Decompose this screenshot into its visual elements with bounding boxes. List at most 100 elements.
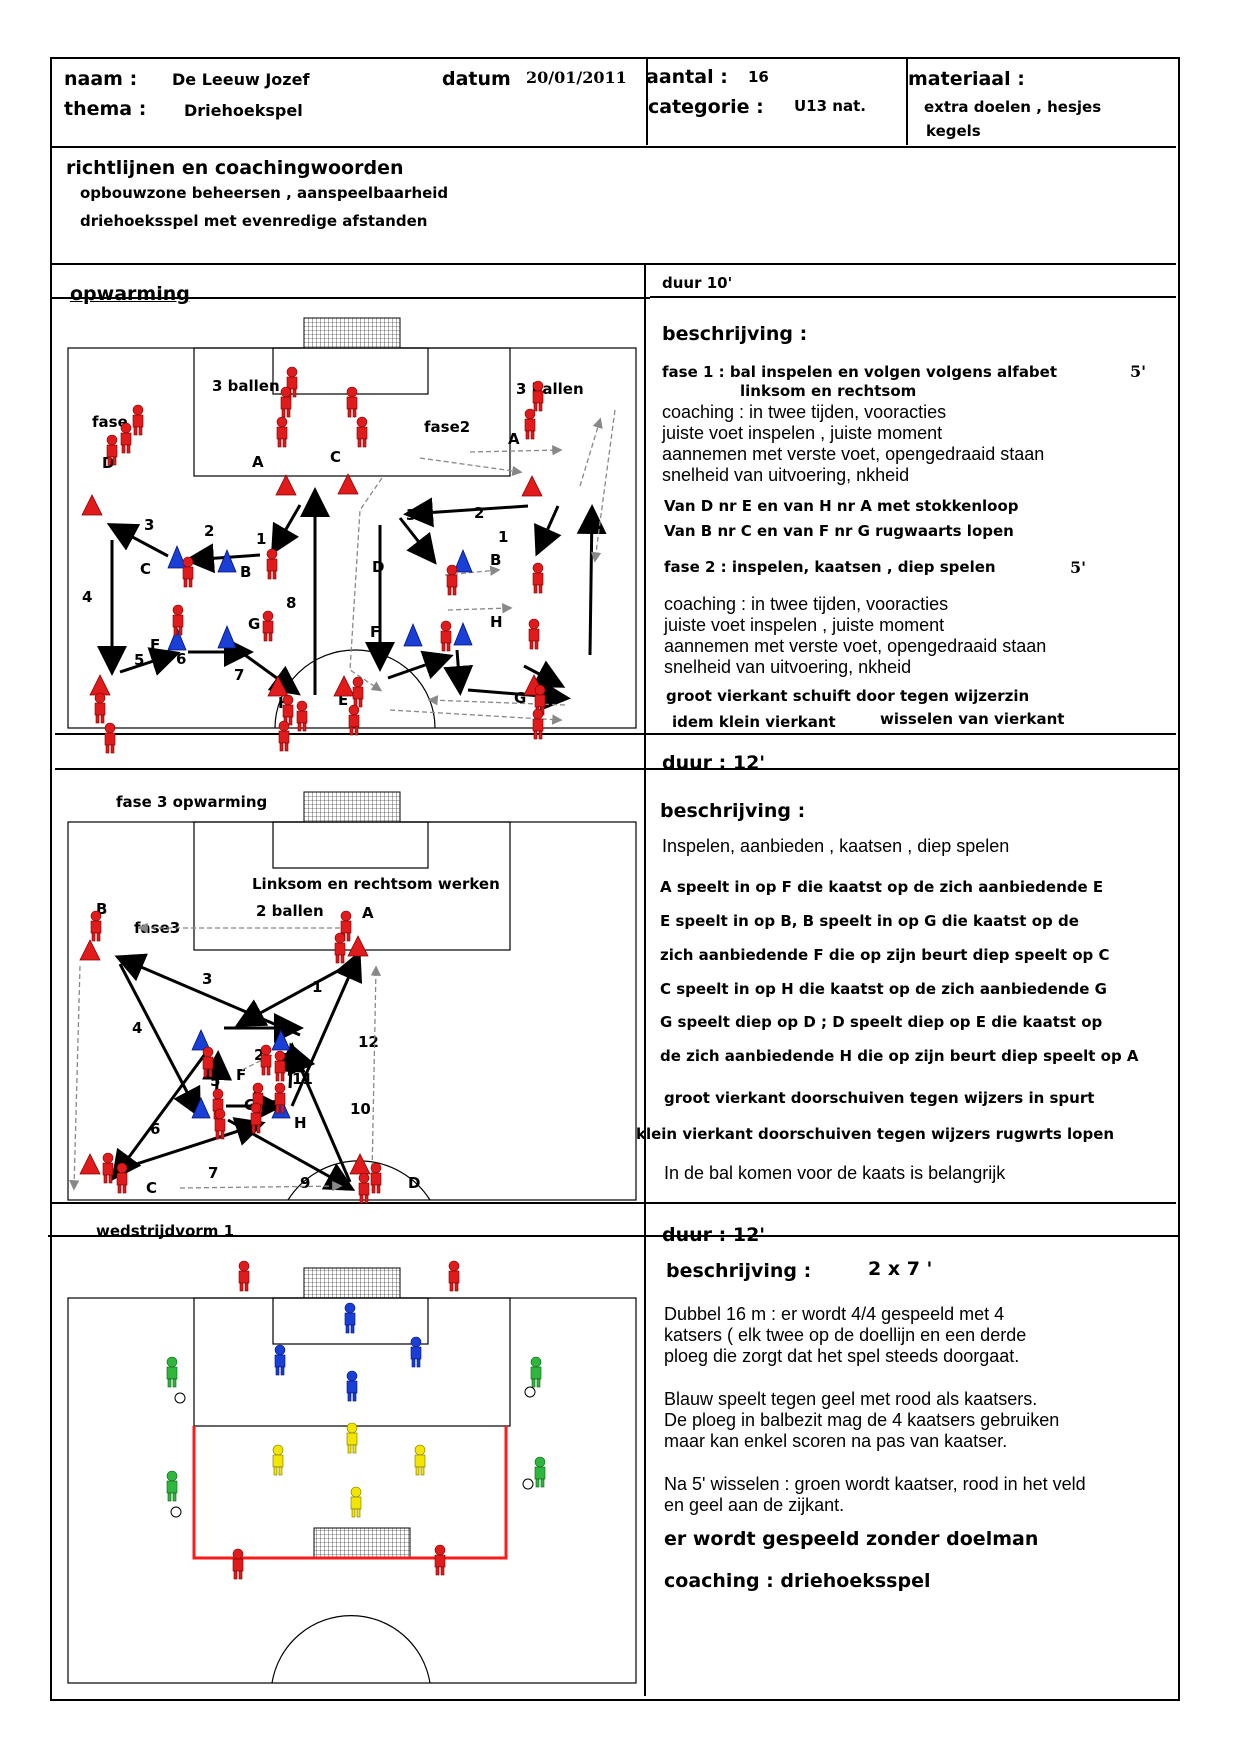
svg-text:6: 6	[150, 1120, 160, 1138]
para-line: katsers ( elk twee op de doellijn en een…	[664, 1325, 1027, 1345]
coaching-line: coaching : in twee tijden, vooracties	[662, 402, 947, 422]
idem-line: idem klein vierkant	[672, 713, 836, 731]
materiaal-value-2: kegels	[926, 122, 981, 140]
wisselen-line: wisselen van vierkant	[880, 710, 1065, 728]
materiaal-value: extra doelen , hesjes	[924, 98, 1102, 116]
coaching-line: coaching : driehoeksspel	[664, 1570, 931, 1592]
para-line: Na 5' wisselen : groen wordt kaatser, ro…	[664, 1474, 1086, 1494]
divider	[48, 1235, 1180, 1237]
naam-label: naam :	[64, 68, 138, 90]
desc-line: C speelt in op H die kaatst op de zich a…	[660, 980, 1107, 998]
svg-text:H: H	[294, 1114, 307, 1132]
section-title-opwarming: opwarming	[70, 283, 190, 305]
naam-value: De Leeuw Jozef	[172, 70, 310, 89]
opwarming-diagram: 3 ballen 3 ballen fase 1 fase2	[67, 317, 637, 754]
divider	[650, 296, 1176, 298]
beschrijving-label: beschrijving :	[662, 323, 808, 345]
section-title-fase3: fase 3 opwarming	[116, 793, 268, 811]
divider	[644, 264, 646, 1696]
svg-text:7: 7	[208, 1164, 218, 1182]
svg-text:D: D	[372, 558, 384, 576]
svg-text:2: 2	[254, 1046, 264, 1064]
desc-line: A speelt in op F die kaatst op de zich a…	[660, 878, 1104, 896]
duration: duur : 12'	[662, 752, 766, 774]
svg-text:G: G	[514, 689, 526, 707]
bal-line: In de bal komen voor de kaats is belangr…	[664, 1163, 1006, 1183]
duration-detail: 2 x 7 '	[868, 1258, 933, 1280]
para-line: Dubbel 16 m : er wordt 4/4 gespeeld met …	[664, 1304, 1005, 1324]
desc-line: E speelt in op B, B speelt in op G die k…	[660, 912, 1079, 930]
svg-text:B: B	[240, 563, 251, 581]
klein-line: klein vierkant doorschuiven tegen wijzer…	[636, 1125, 1115, 1143]
beschrijving-label: beschrijving :	[666, 1260, 812, 1282]
divider	[55, 733, 1176, 735]
phase-label: fase2	[424, 418, 470, 436]
sheet-frame	[50, 57, 1180, 1701]
svg-text:H: H	[490, 613, 503, 631]
svg-text:1: 1	[312, 978, 322, 996]
svg-text:F: F	[150, 636, 160, 654]
svg-text:A: A	[362, 904, 374, 922]
divider	[906, 57, 908, 145]
categorie-value: U13 nat.	[794, 97, 866, 115]
balls-label: 3 ballen	[516, 380, 584, 398]
svg-text:3: 3	[406, 506, 416, 524]
divider	[52, 1202, 1176, 1204]
svg-text:1: 1	[498, 528, 508, 546]
van-line: Van B nr C en van F nr G rugwaarts lopen	[664, 522, 1014, 540]
fase1-line: linksom en rechtsom	[740, 382, 917, 400]
svg-text:3: 3	[144, 516, 154, 534]
desc-line: zich aanbiedende F die op zijn beurt die…	[660, 946, 1110, 964]
desc-line: de zich aanbiedende H die op zijn beurt …	[660, 1047, 1139, 1065]
guidelines-line: opbouwzone beheersen , aanspeelbaarheid	[80, 184, 449, 202]
svg-text:B: B	[490, 551, 501, 569]
fase3-diagram: Linksom en rechtsom werken 2 ballen fase…	[67, 791, 637, 1204]
guidelines-title: richtlijnen en coachingwoorden	[66, 157, 404, 179]
coaching-line: snelheid van uitvoering, nkheid	[664, 657, 912, 677]
svg-text:B: B	[96, 900, 107, 918]
svg-text:2: 2	[474, 504, 484, 522]
fase2-time: 5'	[1070, 558, 1087, 577]
zonder-line: er wordt gespeeld zonder doelman	[664, 1528, 1039, 1550]
coaching-line: coaching : in twee tijden, vooracties	[664, 594, 949, 614]
coaching-line: juiste voet inspelen , juiste moment	[662, 423, 943, 443]
svg-text:8: 8	[286, 594, 296, 612]
svg-text:A: A	[252, 453, 264, 471]
groot-line: groot vierkant schuift door tegen wijzer…	[666, 687, 1030, 705]
coaching-line: snelheid van uitvoering, nkheid	[662, 465, 910, 485]
desc-line: G speelt diep op D ; D speelt diep op E …	[660, 1013, 1103, 1031]
svg-text:9: 9	[300, 1174, 310, 1192]
guidelines-line: driehoeksspel met evenredige afstanden	[80, 212, 428, 230]
phase-label: fase3	[134, 919, 180, 937]
materiaal-label: materiaal :	[908, 68, 1025, 90]
intro-line: Inspelen, aanbieden , kaatsen , diep spe…	[662, 836, 1010, 856]
svg-text:4: 4	[82, 588, 92, 606]
divider	[646, 57, 648, 145]
svg-text:5: 5	[134, 651, 144, 669]
svg-text:1: 1	[256, 530, 266, 548]
categorie-label: categorie :	[648, 96, 764, 118]
datum-value: 20/01/2011	[526, 68, 627, 87]
svg-text:E: E	[338, 691, 348, 709]
divider	[52, 263, 1176, 265]
divider	[52, 146, 1176, 148]
duration: duur 10'	[662, 274, 733, 292]
datum-label: datum	[442, 68, 511, 90]
svg-text:4: 4	[132, 1019, 142, 1037]
svg-text:G: G	[248, 615, 260, 633]
svg-text:F: F	[370, 623, 380, 641]
svg-text:C: C	[330, 448, 341, 466]
para-line: Blauw speelt tegen geel met rood als kaa…	[664, 1389, 1038, 1409]
linksom-label: Linksom en rechtsom werken	[252, 875, 500, 893]
fase1-line: fase 1 : bal inspelen en volgen volgens …	[662, 363, 1058, 381]
divider	[52, 297, 650, 299]
balls-label: 3 ballen	[212, 377, 280, 395]
coaching-line: juiste voet inspelen , juiste moment	[664, 615, 945, 635]
svg-text:C: C	[140, 560, 151, 578]
svg-text:2: 2	[204, 522, 214, 540]
aantal-label: aantal :	[646, 66, 728, 88]
para-line: De ploeg in balbezit mag de 4 kaatsers g…	[664, 1410, 1060, 1430]
svg-text:5: 5	[210, 1072, 220, 1090]
divider	[55, 768, 1180, 770]
section-title-wedstrijdvorm: wedstrijdvorm 1	[96, 1222, 235, 1240]
